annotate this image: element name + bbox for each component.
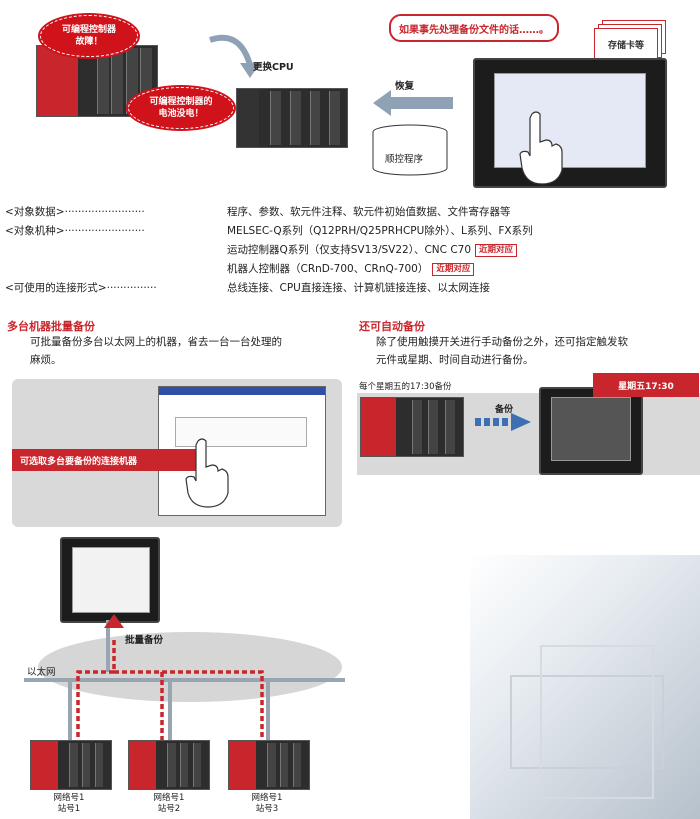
replace-cpu-label: 更换CPU xyxy=(253,62,294,73)
auto-backup-line1: 除了使用触摸开关进行手动备份之外，还可指定触发软 xyxy=(376,336,628,348)
plc-station-2 xyxy=(128,740,210,790)
plc-new-image xyxy=(236,88,348,148)
auto-backup-illustration: 每个星期五的17:30备份 备份 星期五17:30 xyxy=(357,373,700,475)
memory-card-label: 存储卡等 xyxy=(607,40,644,51)
spec-dots: ························ xyxy=(64,225,145,237)
factory-photo xyxy=(470,555,700,819)
station-number: 站号2 xyxy=(157,804,181,814)
spec-value: 机器人控制器（CRnD-700、CRnQ-700）近期对应 xyxy=(227,260,475,278)
sequence-program-db-icon xyxy=(372,124,448,176)
station-2-label: 网络号1 站号2 xyxy=(134,793,204,815)
spec-key: <对象数据> xyxy=(5,206,65,218)
plc-faulty-image xyxy=(36,45,158,117)
spec-row: <对象机种>························ MELSEC-Q系列… xyxy=(5,222,533,240)
plc-station-1 xyxy=(30,740,112,790)
spec-value: 总线连接、CPU直接连接、计算机链接连接、以太网连接 xyxy=(227,282,490,294)
station-net: 网络号1 xyxy=(53,793,85,803)
station-net: 网络号1 xyxy=(251,793,283,803)
ethernet-label: 以太网 xyxy=(27,667,56,678)
batch-backup-label: 批量备份 xyxy=(125,635,164,646)
batch-backup-line1: 可批量备份多台以太网上的机器，省去一台一台处理的 xyxy=(30,336,282,348)
spec-key: <对象机种> xyxy=(5,225,65,237)
hand-pointer-icon xyxy=(185,438,229,508)
spec-row: <可使用的连接形式>··············· 总线连接、CPU直接连接、计算… xyxy=(5,279,490,297)
batch-backup-title: 多台机器批量备份 xyxy=(7,320,95,333)
station-net: 网络号1 xyxy=(153,793,185,803)
restore-label: 恢复 xyxy=(395,81,415,92)
spec-row: <对象数据>························ 程序、参数、软元件注… xyxy=(5,203,511,221)
spec-dots: ··············· xyxy=(106,282,157,294)
callout-bubble: 如果事先处理备份文件的话……。 xyxy=(389,14,559,42)
batch-backup-line2: 麻烦。 xyxy=(30,354,62,366)
auto-backup-title: 还可自动备份 xyxy=(359,320,425,333)
station-3-label: 网络号1 站号3 xyxy=(232,793,302,815)
ethernet-oval xyxy=(38,632,342,702)
burst-battery: 可编程控制器的 电池没电！ xyxy=(128,87,234,129)
plc-image xyxy=(360,397,464,457)
network-lines xyxy=(24,614,345,740)
plc-station-3 xyxy=(228,740,310,790)
station-number: 站号3 xyxy=(255,804,279,814)
sequence-program-label: 顺控程序 xyxy=(385,154,424,165)
spec-value-text: 机器人控制器（CRnD-700、CRnQ-700） xyxy=(227,263,429,275)
restore-arrow-icon xyxy=(373,90,453,116)
spec-value-text: 运动控制器Q系列（仅支持SV13/SV22）、CNC C70 xyxy=(227,244,472,256)
spec-value: MELSEC-Q系列（Q12PRH/Q25PRHCPU除外）、L系列、FX系列 xyxy=(227,225,533,237)
station-number: 站号1 xyxy=(57,804,81,814)
auto-backup-line2: 元件或星期、时间自动进行备份。 xyxy=(376,354,534,366)
coming-soon-badge: 近期对应 xyxy=(475,244,518,257)
station-1-label: 网络号1 站号1 xyxy=(34,793,104,815)
coming-soon-badge: 近期对应 xyxy=(432,263,475,276)
callout-text: 如果事先处理备份文件的话……。 xyxy=(399,24,549,36)
backup-arrow-icon xyxy=(475,413,531,431)
day-time-tag: 星期五17:30 xyxy=(593,373,699,397)
got-panel-image xyxy=(60,537,160,623)
spec-key: <可使用的连接形式> xyxy=(5,282,107,294)
select-machines-tag: 可选取多台要备份的连接机器 xyxy=(12,449,200,471)
backup-label: 备份 xyxy=(495,405,514,415)
curved-arrow-icon xyxy=(209,34,260,78)
hand-pointer-icon xyxy=(519,111,563,185)
got-panel-image xyxy=(539,387,643,475)
spec-dots: ························ xyxy=(64,206,145,218)
schedule-label: 每个星期五的17:30备份 xyxy=(359,382,452,392)
memory-card: 存储卡等 xyxy=(594,20,666,60)
burst-fault: 可编程控制器 故障！ xyxy=(40,15,138,57)
batch-backup-illustration: 可选取多台要备份的连接机器 xyxy=(12,379,342,527)
spec-value: 程序、参数、软元件注释、软元件初始值数据、文件寄存器等 xyxy=(227,206,511,218)
got-panel-image xyxy=(473,58,667,188)
